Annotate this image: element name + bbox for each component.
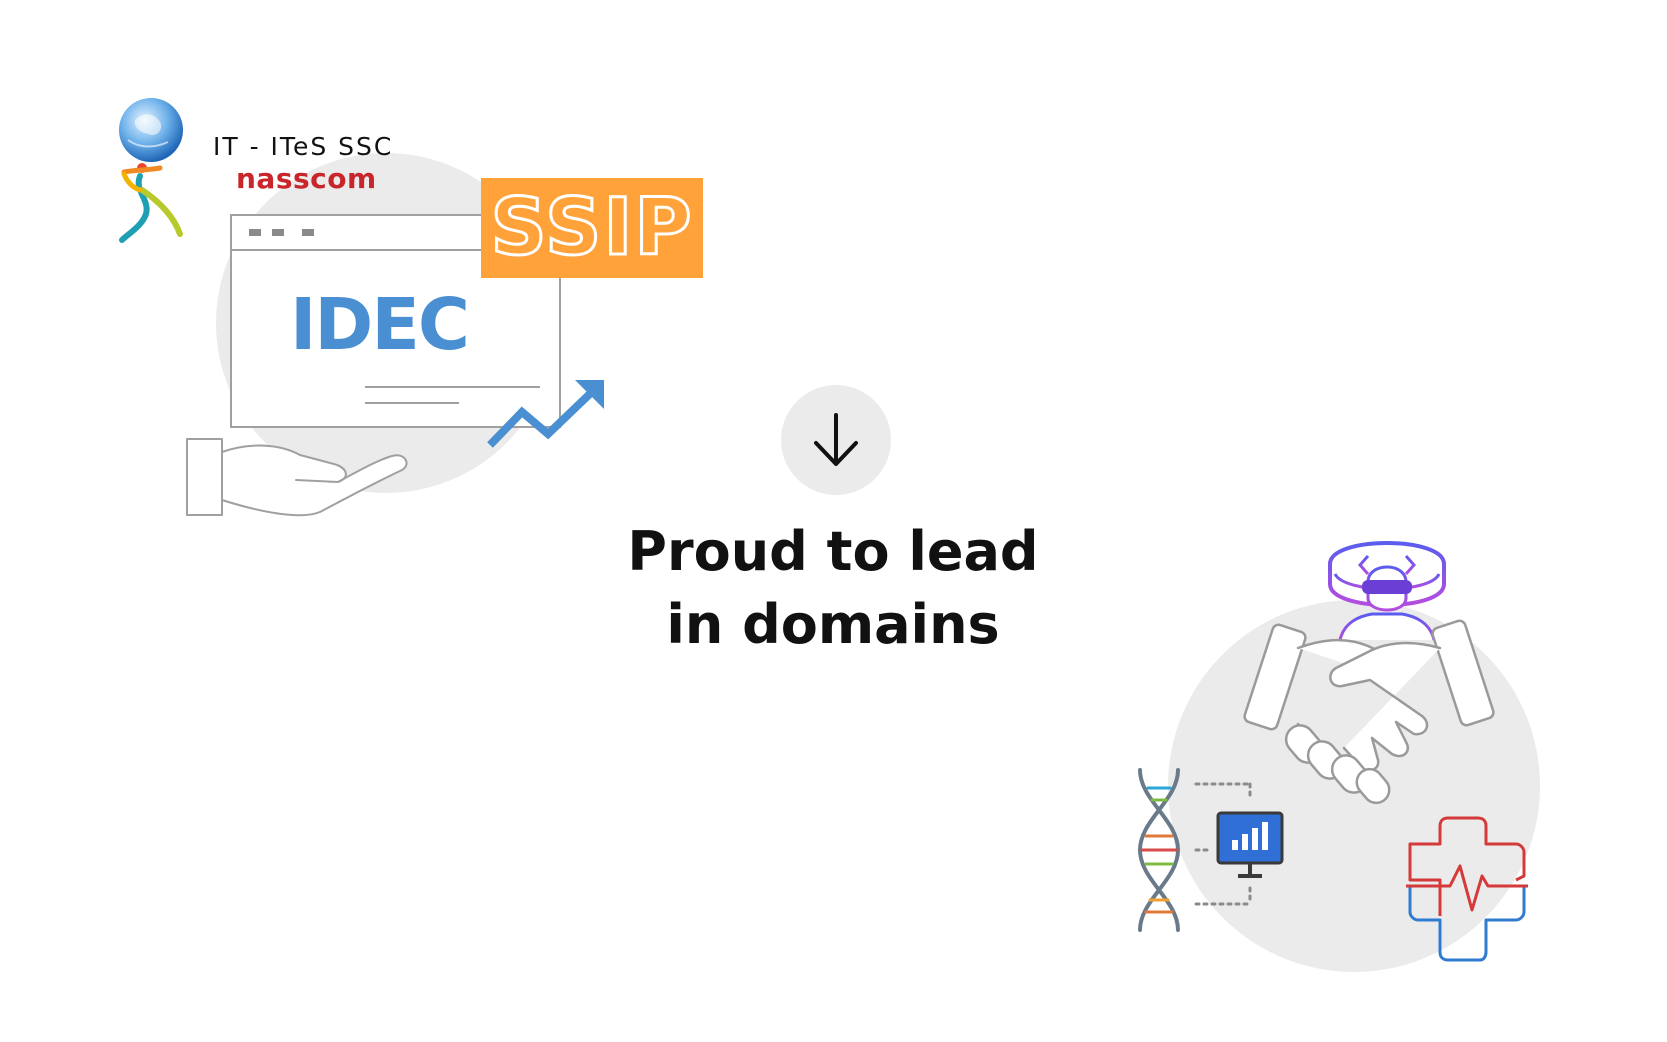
medical-cross-heartbeat-icon [1406, 816, 1528, 962]
open-hand-icon [186, 438, 408, 517]
dna-helix-icon [1137, 768, 1252, 932]
headline-line-1: Proud to lead [627, 520, 1039, 583]
headline-line-2: in domains [666, 593, 1000, 656]
trend-up-arrow-icon [487, 380, 604, 448]
logo-brand: nasscom [236, 162, 377, 195]
down-arrow-button [781, 385, 891, 495]
ssip-label: SSIP [489, 182, 694, 275]
handshake-icon [1243, 619, 1495, 805]
monitor-bar-chart-icon [1216, 811, 1284, 878]
vr-headset-person-icon [1328, 541, 1446, 641]
ssip-badge: SSIP [481, 178, 703, 278]
down-arrow-icon [814, 413, 858, 466]
logo-title: IT - ITeS SSC [213, 132, 394, 161]
idec-label: IDEC [290, 283, 470, 366]
globe-person-logo-icon [119, 98, 183, 243]
headline: Proud to lead in domains [583, 515, 1083, 661]
